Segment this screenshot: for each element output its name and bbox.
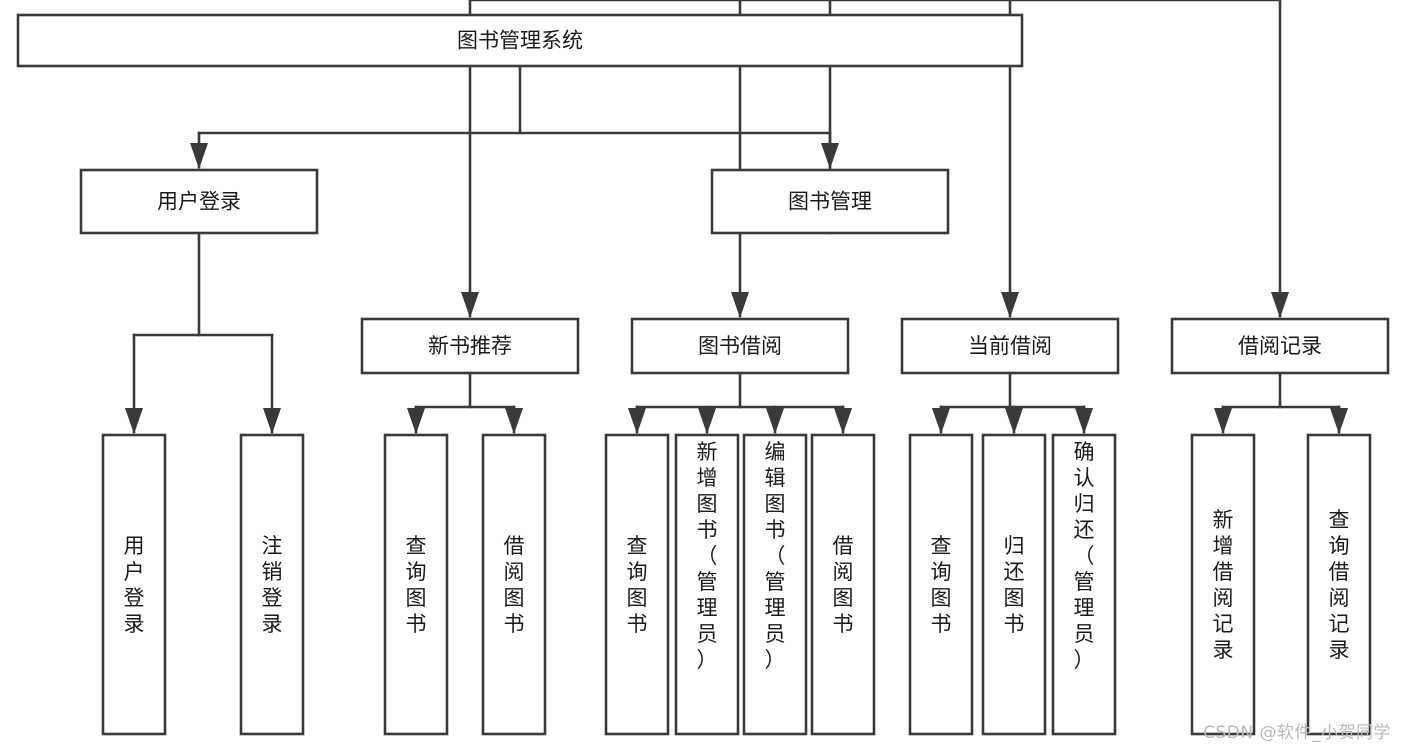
node-leaf-query-book-recommend[interactable]: 查询图书 (383, 433, 449, 736)
node-box-leaf-return-book[interactable] (981, 433, 1047, 736)
edge-arrow-icon (1271, 292, 1289, 318)
node-label-current-borrow: 当前借阅 (968, 334, 1052, 358)
edge-arrow-icon (190, 143, 208, 169)
edge-group-book-borrow (628, 371, 852, 434)
node-leaf-query-book-current[interactable]: 查询图书 (908, 433, 974, 736)
edge-arrow-icon (505, 408, 523, 434)
edge-arrow-icon (407, 408, 425, 434)
node-label-book-borrow: 图书借阅 (698, 334, 782, 358)
edge-arrow-icon (1075, 408, 1093, 434)
node-current-borrow[interactable]: 当前借阅 (900, 317, 1120, 375)
edge-arrow-icon (125, 408, 143, 434)
node-leaf-borrow-book[interactable]: 借阅图书 (810, 433, 876, 736)
node-box-leaf-edit-book-admin[interactable] (742, 433, 808, 736)
edge-group-current-borrow (932, 371, 1093, 434)
node-box-new-book-recommend[interactable] (360, 317, 580, 375)
node-box-leaf-query-book-recommend[interactable] (383, 433, 449, 736)
edge-arrow-icon (263, 408, 281, 434)
node-box-leaf-user-login[interactable] (101, 433, 167, 736)
node-box-current-borrow[interactable] (900, 317, 1120, 375)
edge-arrow-icon (834, 408, 852, 434)
node-borrow-record[interactable]: 借阅记录 (1170, 317, 1390, 375)
edge-group-new-book-recommend (407, 371, 523, 434)
node-label-leaf-user-login: 用户登录 (124, 534, 145, 636)
node-box-borrow-record[interactable] (1170, 317, 1390, 375)
node-box-leaf-logout-login[interactable] (239, 433, 305, 736)
node-box-root[interactable] (16, 13, 1024, 68)
node-root[interactable]: 图书管理系统 (16, 13, 1024, 68)
node-label-borrow-record: 借阅记录 (1238, 334, 1322, 358)
edge-arrow-icon (1001, 292, 1019, 318)
edge-arrow-icon (461, 292, 479, 318)
node-label-leaf-query-book-current: 查询图书 (931, 534, 952, 636)
node-box-user-login[interactable] (79, 168, 319, 235)
node-box-leaf-add-borrow-record[interactable] (1190, 433, 1256, 736)
node-label-leaf-add-borrow-record: 新增借阅记录 (1213, 508, 1234, 662)
node-label-leaf-logout-login: 注销登录 (262, 534, 283, 636)
node-box-leaf-add-book-admin[interactable] (674, 433, 740, 736)
node-label-user-login: 用户登录 (157, 190, 241, 214)
node-label-leaf-edit-book-admin: 编辑图书（管理员） (765, 440, 786, 672)
node-label-leaf-query-book-recommend: 查询图书 (406, 534, 427, 636)
node-label-leaf-add-book-admin: 新增图书（管理员） (697, 440, 718, 672)
node-leaf-query-borrow-record[interactable]: 查询借阅记录 (1306, 433, 1372, 736)
node-leaf-edit-book-admin[interactable]: 编辑图书（管理员） (742, 433, 808, 736)
edge-arrow-icon (698, 408, 716, 434)
node-leaf-confirm-return-admin[interactable]: 确认归还（管理员） (1051, 433, 1117, 736)
node-label-leaf-confirm-return-admin: 确认归还（管理员） (1074, 440, 1095, 672)
edge-arrow-icon (628, 408, 646, 434)
edge-arrow-icon (731, 292, 749, 318)
edge-arrow-icon (932, 408, 950, 434)
node-label-leaf-query-borrow-record: 查询借阅记录 (1329, 508, 1350, 662)
node-new-book-recommend[interactable]: 新书推荐 (360, 317, 580, 375)
node-box-leaf-borrow-book[interactable] (810, 433, 876, 736)
node-layer: 图书管理系统用户登录图书管理新书推荐图书借阅当前借阅借阅记录用户登录注销登录查询… (16, 13, 1390, 736)
node-label-new-book-recommend: 新书推荐 (428, 334, 512, 358)
node-box-leaf-query-book-current[interactable] (908, 433, 974, 736)
node-label-leaf-borrow-book: 借阅图书 (833, 534, 854, 636)
node-label-root: 图书管理系统 (457, 29, 583, 53)
node-leaf-query-book-borrow[interactable]: 查询图书 (604, 433, 670, 736)
edge-group-user-login (125, 231, 281, 434)
node-box-leaf-query-book-borrow[interactable] (604, 433, 670, 736)
node-leaf-borrow-book-recommend[interactable]: 借阅图书 (481, 433, 547, 736)
node-box-book-borrow[interactable] (630, 317, 850, 375)
node-label-leaf-query-book-borrow: 查询图书 (627, 534, 648, 636)
node-leaf-return-book[interactable]: 归还图书 (981, 433, 1047, 736)
node-book-manage[interactable]: 图书管理 (710, 168, 950, 235)
edge-arrow-icon (1005, 408, 1023, 434)
node-box-leaf-query-borrow-record[interactable] (1306, 433, 1372, 736)
edge-arrow-icon (1214, 408, 1232, 434)
edge-group-root (190, 64, 839, 169)
node-leaf-add-book-admin[interactable]: 新增图书（管理员） (674, 433, 740, 736)
node-label-leaf-borrow-book-recommend: 借阅图书 (504, 534, 525, 636)
node-label-leaf-return-book: 归还图书 (1004, 534, 1025, 636)
node-box-leaf-confirm-return-admin[interactable] (1051, 433, 1117, 736)
node-leaf-user-login[interactable]: 用户登录 (101, 433, 167, 736)
node-user-login[interactable]: 用户登录 (79, 168, 319, 235)
edge-arrow-icon (1330, 408, 1348, 434)
node-label-book-manage: 图书管理 (788, 190, 872, 214)
node-book-borrow[interactable]: 图书借阅 (630, 317, 850, 375)
node-leaf-logout-login[interactable]: 注销登录 (239, 433, 305, 736)
node-box-book-manage[interactable] (710, 168, 950, 235)
node-leaf-add-borrow-record[interactable]: 新增借阅记录 (1190, 433, 1256, 736)
node-box-leaf-borrow-book-recommend[interactable] (481, 433, 547, 736)
edge-arrow-icon (766, 408, 784, 434)
edge-group-borrow-record (1214, 371, 1348, 434)
